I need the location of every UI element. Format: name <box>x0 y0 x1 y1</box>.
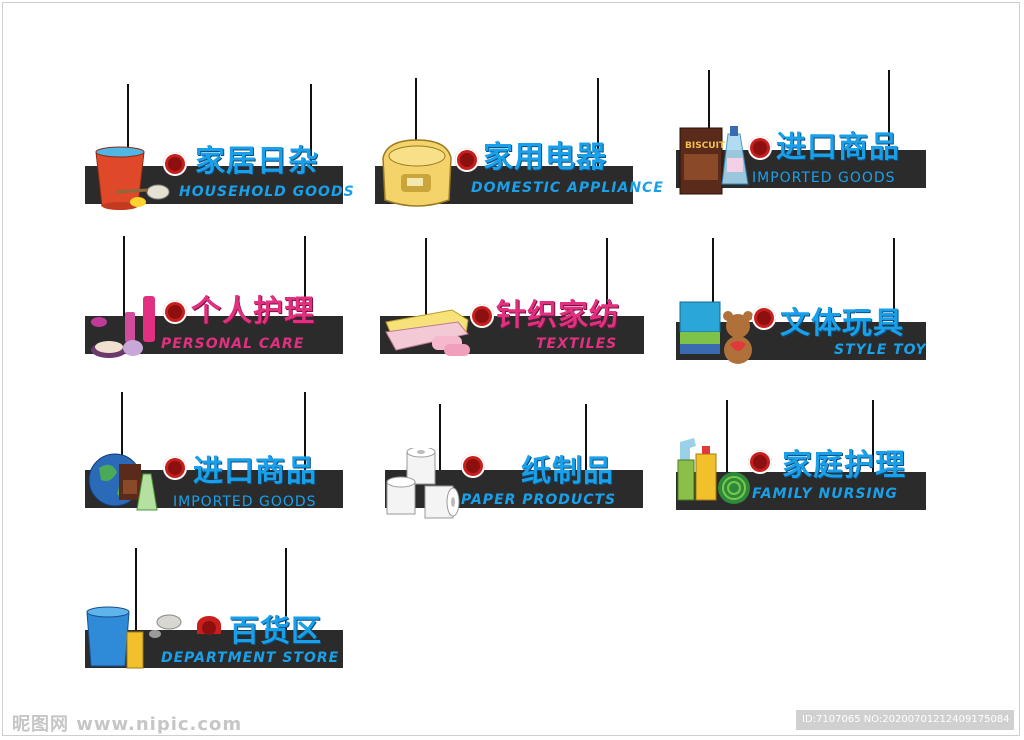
sign-title-en: FAMILY NURSING <box>752 486 898 502</box>
emblem-icon <box>461 454 485 478</box>
sign-title-en: IMPORTED GOODS <box>752 170 896 186</box>
towel-icon <box>385 309 470 356</box>
emblem-icon <box>470 304 494 328</box>
hanging-wire <box>888 70 890 150</box>
sign-domestic-appliance: 家用电器 DOMESTIC APPLIANCE <box>375 78 675 238</box>
hanging-wire <box>135 548 137 630</box>
hanging-wire <box>597 78 599 168</box>
sign-family-nursing: 家庭护理 FAMILY NURSING <box>676 400 976 560</box>
image-id-text: ID:7107065 NO:20200701212409175084 <box>796 710 1014 730</box>
hanging-wire <box>304 236 306 316</box>
sign-textiles: 针织家纺 TEXTILES <box>380 238 680 398</box>
emblem-icon <box>748 450 772 474</box>
emblem-icon <box>197 616 221 635</box>
toilet-paper-icon <box>386 448 460 519</box>
sign-title-cn: 百货区 <box>229 614 322 649</box>
hanging-wire <box>285 548 287 630</box>
sign-title-cn: 家用电器 <box>483 140 607 175</box>
hanging-wire <box>310 84 312 166</box>
emblem-icon <box>163 300 187 324</box>
hanging-wire <box>439 404 441 470</box>
sign-department-store: 百货区 DEPARTMENT STORE <box>85 548 385 708</box>
sign-title-cn: 针织家纺 <box>496 298 620 333</box>
sign-household-goods: 家居日杂 HOUSEHOLD GOODS <box>85 84 385 244</box>
sign-title-en: HOUSEHOLD GOODS <box>179 184 355 200</box>
sign-title-cn: 家庭护理 <box>782 448 906 483</box>
teddy-bear-icon <box>679 301 753 364</box>
sign-title-cn: 个人护理 <box>191 294 315 329</box>
hanging-wire <box>121 392 123 470</box>
sign-title-cn: 进口商品 <box>193 454 317 489</box>
hanging-wire <box>893 238 895 324</box>
rice-cooker-icon <box>382 139 452 207</box>
blue-bucket-icon <box>86 606 182 669</box>
sign-title-cn: 纸制品 <box>521 454 614 489</box>
biscuit-tin-icon: BISCUIT <box>679 126 749 195</box>
hanging-wire <box>425 238 427 316</box>
hanging-wire <box>123 236 125 316</box>
hanging-wire <box>712 238 714 324</box>
sign-imported-goods: BISCUIT 进口商品 IMPORTED GOODS <box>676 70 976 230</box>
globe-icon <box>88 453 158 511</box>
hanging-wire <box>606 238 608 316</box>
hanging-wire <box>726 400 728 472</box>
sign-personal-care: 个人护理 PERSONAL CARE <box>85 236 385 396</box>
sign-title-en: STYLE TOY <box>834 342 927 358</box>
sign-title-en: DEPARTMENT STORE <box>161 650 340 666</box>
hanging-wire <box>708 70 710 150</box>
sign-bar <box>676 472 926 510</box>
hanging-wire <box>585 404 587 470</box>
hanging-wire <box>872 400 874 472</box>
hanging-wire <box>304 392 306 470</box>
emblem-icon <box>163 456 187 480</box>
hanging-wire <box>127 84 129 166</box>
emblem-icon <box>752 306 776 330</box>
sign-title-en: TEXTILES <box>536 336 618 352</box>
emblem-icon <box>748 136 772 160</box>
cosmetics-icon <box>91 296 155 358</box>
sign-title-en: DOMESTIC APPLIANCE <box>471 180 664 196</box>
cleaning-bottles-icon <box>677 438 750 504</box>
bucket-icon <box>95 146 170 210</box>
hanging-wire <box>415 78 417 168</box>
emblem-icon <box>163 152 187 176</box>
sign-title-cn: 家居日杂 <box>195 144 319 179</box>
watermark-text: 昵图网 www.nipic.com <box>12 714 243 735</box>
sign-title-cn: 文体玩具 <box>780 306 904 341</box>
sign-title-en: IMPORTED GOODS <box>173 494 317 510</box>
sign-imported-goods-globe: 进口商品 IMPORTED GOODS <box>85 392 385 552</box>
sign-title-cn: 进口商品 <box>776 130 900 165</box>
sign-paper-products: 纸制品 PAPER PRODUCTS <box>385 404 685 564</box>
sign-style-toy: 文体玩具 STYLE TOY <box>676 238 976 398</box>
sign-title-en: PERSONAL CARE <box>161 336 305 352</box>
biscuit-label: BISCUIT <box>685 141 726 151</box>
emblem-icon <box>455 148 479 172</box>
sign-title-en: PAPER PRODUCTS <box>461 492 617 508</box>
